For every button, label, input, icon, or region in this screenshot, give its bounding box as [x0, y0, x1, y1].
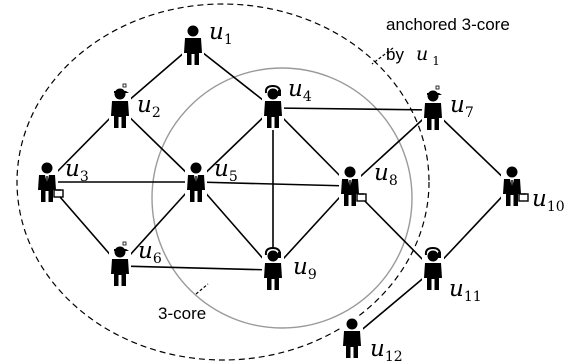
node-label-u10: u10	[532, 186, 565, 215]
node-label-u8: u8	[374, 160, 398, 189]
anchored-core-boundary	[16, 3, 430, 361]
node-u12	[341, 317, 363, 360]
node-label-u2: u2	[137, 92, 161, 121]
businessman-icon	[187, 162, 205, 202]
node-label-u4: u4	[288, 76, 312, 105]
edge-u1-u2	[119, 44, 194, 109]
node-u1	[182, 24, 204, 67]
anchored-core-pointer	[371, 47, 394, 65]
person-phone-icon	[264, 246, 282, 290]
edge-u1-u4	[192, 44, 274, 109]
edge-u7-u8	[349, 109, 434, 187]
edge-layer	[46, 44, 513, 339]
node-u4	[262, 84, 284, 130]
node-label-u1: u1	[209, 19, 233, 48]
node-u9	[262, 246, 284, 292]
node-u10	[501, 165, 529, 208]
edge-u4-u8	[272, 107, 351, 187]
node-label-u12: u12	[370, 336, 403, 364]
person-icon	[343, 318, 361, 358]
businessman-briefcase-icon	[341, 166, 367, 206]
edge-u7-u10	[432, 109, 513, 187]
businessman-briefcase-icon	[503, 166, 529, 206]
edge-u2-u5	[119, 107, 197, 183]
node-u6	[109, 241, 131, 288]
node-u3	[36, 161, 64, 204]
anchored-core-by-label: by u 1	[386, 43, 440, 68]
edge-u11-u12	[351, 269, 434, 339]
edge-u4-u7	[272, 107, 434, 111]
node-u2	[109, 83, 131, 130]
node-layer: u1 u2 u3 u4 u5 u6 u7 u8 u9 u10 u11 u12	[36, 19, 565, 364]
node-u7	[422, 85, 444, 132]
node-u8	[339, 165, 367, 208]
core-label: 3-core	[158, 304, 206, 323]
person-cap-icon	[424, 85, 442, 130]
edge-u10-u11	[432, 185, 513, 271]
node-label-u11: u11	[449, 276, 482, 305]
edge-u2-u3	[46, 107, 121, 183]
person-phone-icon	[264, 84, 282, 128]
node-label-u6: u6	[138, 238, 162, 267]
person-cap-icon	[111, 83, 129, 128]
node-u11	[422, 246, 444, 292]
person-cap-icon	[111, 241, 129, 286]
node-u5	[185, 161, 207, 204]
businessman-briefcase-icon	[38, 162, 64, 202]
edge-u5-u9	[195, 181, 274, 271]
core-boundary	[151, 67, 413, 329]
edge-u5-u6	[119, 181, 197, 267]
anchored-core-label: anchored 3-core	[386, 15, 510, 34]
edge-u6-u9	[119, 265, 274, 271]
edge-u5-u8	[195, 181, 351, 187]
core-pointer	[195, 283, 209, 295]
node-label-u9: u9	[293, 254, 317, 283]
node-label-u3: u3	[65, 156, 89, 185]
edge-u4-u5	[195, 107, 274, 183]
node-label-u5: u5	[214, 156, 238, 185]
person-icon	[184, 25, 202, 65]
node-label-u7: u7	[450, 92, 474, 121]
edge-u8-u9	[272, 185, 351, 271]
person-phone-icon	[424, 246, 442, 290]
